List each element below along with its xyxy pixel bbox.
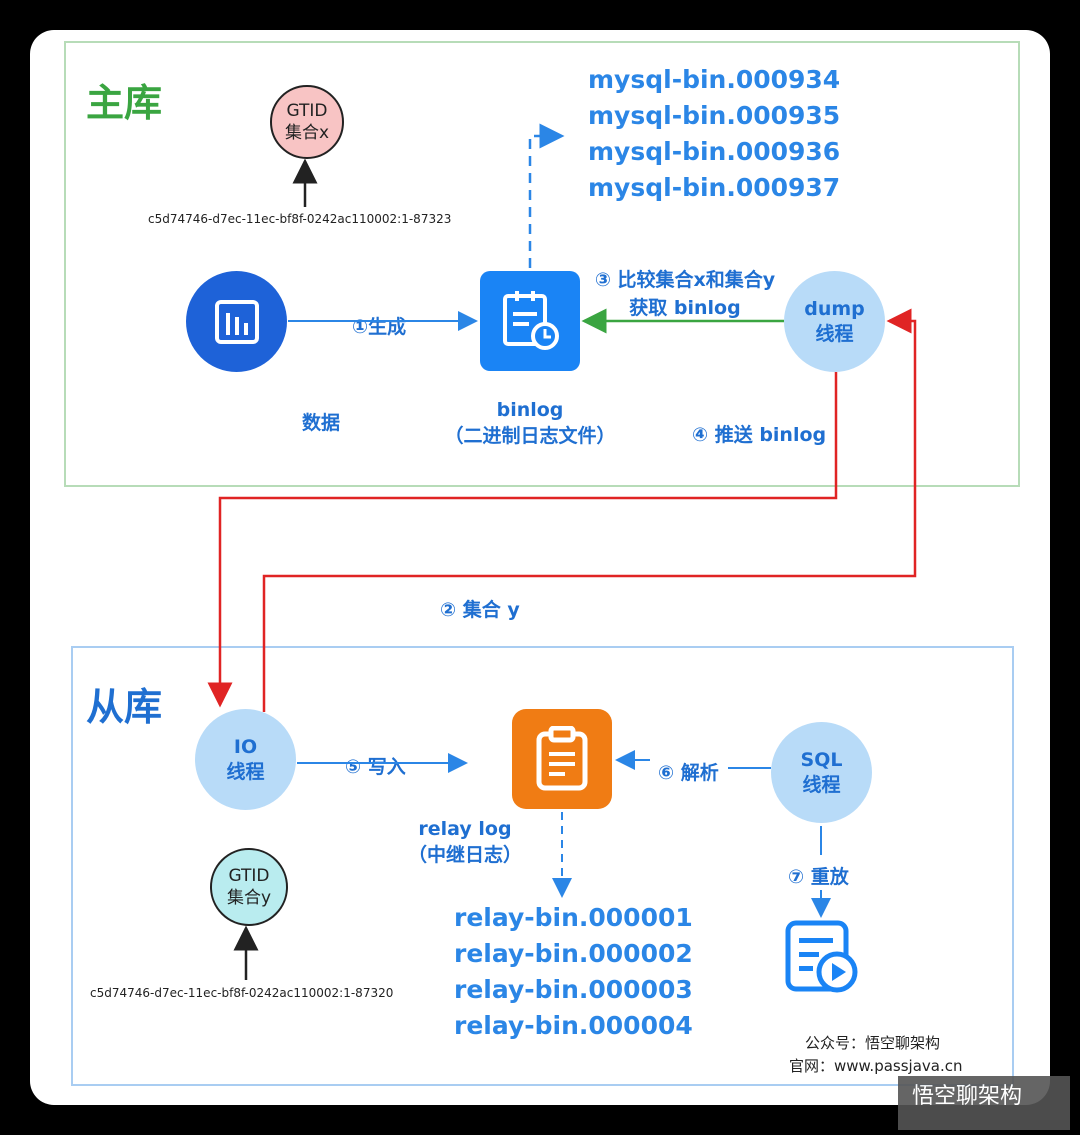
parse-label: ⑥ 解析 (658, 762, 719, 784)
relay-file: relay-bin.000004 (454, 1011, 693, 1040)
data-label: 数据 (302, 412, 341, 434)
compare-label-2: 获取 binlog (629, 297, 741, 319)
sql-thread-label-1: SQL (800, 748, 843, 771)
binlog-file: mysql-bin.000936 (588, 137, 841, 166)
data-node (186, 271, 287, 372)
binlog-file: mysql-bin.000937 (588, 173, 841, 202)
slave-section-box (71, 646, 1014, 1086)
gtid-set-x-node: GTID 集合x (270, 85, 344, 159)
relay-file: relay-bin.000002 (454, 939, 693, 968)
gtid-x-id: c5d74746-d7ec-11ec-bf8f-0242ac110002:1-8… (148, 212, 452, 226)
sql-thread-label-2: 线程 (802, 773, 841, 796)
relay-log-label-1: relay log (418, 818, 512, 840)
gtid-set-y-node: GTID 集合y (210, 848, 288, 926)
io-thread-label-2: 线程 (226, 760, 265, 783)
gtid-y-label-2: 集合y (226, 888, 272, 908)
dump-thread-node: dump 线程 (784, 271, 885, 372)
master-section-box (64, 41, 1020, 487)
bar-chart-icon (214, 299, 259, 344)
log-file-clock-icon (503, 291, 559, 350)
sql-thread-node: SQL 线程 (771, 722, 872, 823)
relay-log-label-2: （中继日志） (407, 844, 522, 866)
clipboard-icon (536, 726, 588, 791)
dump-thread-label-2: 线程 (815, 322, 854, 345)
compare-label: ③ 比较集合x和集合y 获取 binlog (580, 266, 790, 322)
binlog-file: mysql-bin.000934 (588, 65, 841, 94)
relay-file: relay-bin.000003 (454, 975, 693, 1004)
replay-doc-play-icon (785, 920, 861, 996)
binlog-label: binlog （二进制日志文件） (430, 397, 630, 449)
gtid-y-label-1: GTID (228, 866, 270, 886)
gtid-x-label-2: 集合x (284, 123, 330, 143)
push-label: ④ 推送 binlog (692, 424, 827, 446)
slave-title: 从库 (86, 685, 163, 729)
relay-file: relay-bin.000001 (454, 903, 693, 932)
master-title: 主库 (86, 81, 163, 125)
compare-label-1: ③ 比较集合x和集合y (594, 269, 776, 291)
relay-log-label: relay log （中继日志） (395, 816, 535, 868)
binlog-files-arrow (528, 123, 565, 268)
footer-account: 公众号：悟空聊架构 (805, 1034, 941, 1052)
diagram-card (30, 30, 1050, 1105)
binlog-node (480, 271, 580, 371)
binlog-file-list: mysql-bin.000934 mysql-bin.000935 mysql-… (588, 62, 840, 206)
io-thread-label-1: IO (233, 735, 258, 758)
relay-log-node (512, 709, 612, 809)
write-label: ⑤ 写入 (345, 756, 406, 778)
gtid-x-label-1: GTID (286, 101, 328, 121)
set-y-arrow (262, 308, 917, 712)
io-thread-node: IO 线程 (195, 709, 296, 810)
dump-thread-label-1: dump (804, 297, 865, 320)
footer-website: 官网：www.passjava.cn (789, 1057, 963, 1075)
push-binlog-arrow (207, 372, 838, 708)
binlog-label-2: （二进制日志文件） (444, 425, 616, 447)
replay-label: ⑦ 重放 (788, 866, 849, 888)
relay-file-list: relay-bin.000001 relay-bin.000002 relay-… (454, 900, 693, 1044)
watermark-box: 悟空聊架构 (898, 1076, 1070, 1130)
watermark-text: 悟空聊架构 (912, 1084, 1023, 1109)
set-y-label: ② 集合 y (440, 599, 520, 621)
binlog-file: mysql-bin.000935 (588, 101, 841, 130)
binlog-label-1: binlog (496, 399, 564, 421)
gtid-y-id: c5d74746-d7ec-11ec-bf8f-0242ac110002:1-8… (90, 986, 394, 1000)
